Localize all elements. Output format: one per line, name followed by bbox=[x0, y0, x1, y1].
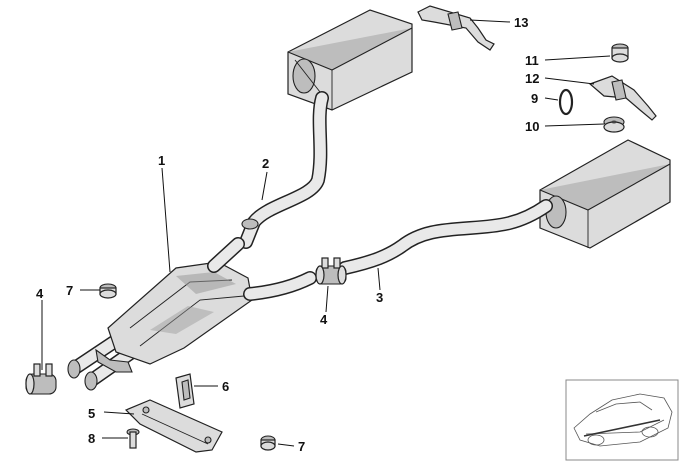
ring-9 bbox=[558, 88, 574, 116]
front-silencer-1 bbox=[67, 237, 317, 391]
support-plate-5 bbox=[124, 399, 223, 453]
bracket-12 bbox=[588, 75, 657, 121]
rubber-stop-11 bbox=[611, 43, 629, 63]
callout-6: 6 bbox=[222, 379, 229, 394]
callout-12: 12 bbox=[525, 71, 539, 86]
clamp-4-left bbox=[25, 363, 57, 395]
bracket-6 bbox=[175, 373, 195, 409]
callout-7-top: 7 bbox=[66, 283, 73, 298]
callout-5: 5 bbox=[88, 406, 95, 421]
callout-13: 13 bbox=[514, 15, 528, 30]
vehicle-location-icon bbox=[565, 379, 679, 461]
rubber-mount-7-top bbox=[99, 283, 117, 299]
connecting-pipe-2 bbox=[239, 91, 329, 249]
callout-10: 10 bbox=[525, 119, 539, 134]
bracket-13 bbox=[417, 5, 495, 51]
leader-lines bbox=[41, 19, 611, 447]
callout-2: 2 bbox=[262, 156, 269, 171]
rear-silencer-right bbox=[539, 139, 671, 249]
callout-11: 11 bbox=[525, 53, 539, 68]
connecting-pipe-3 bbox=[338, 199, 553, 275]
callout-9: 9 bbox=[531, 91, 538, 106]
callout-1: 1 bbox=[158, 153, 165, 168]
clamp-4-middle bbox=[315, 257, 347, 285]
rear-silencer-left bbox=[287, 9, 413, 111]
callout-8: 8 bbox=[88, 431, 95, 446]
rubber-mount-7-bottom bbox=[260, 435, 276, 451]
grommet-10 bbox=[603, 116, 625, 133]
callout-3: 3 bbox=[376, 290, 383, 305]
callout-4-middle: 4 bbox=[320, 312, 328, 327]
callout-7-bottom: 7 bbox=[298, 439, 305, 454]
callout-4-left: 4 bbox=[36, 286, 44, 301]
bolt-8 bbox=[126, 428, 140, 449]
